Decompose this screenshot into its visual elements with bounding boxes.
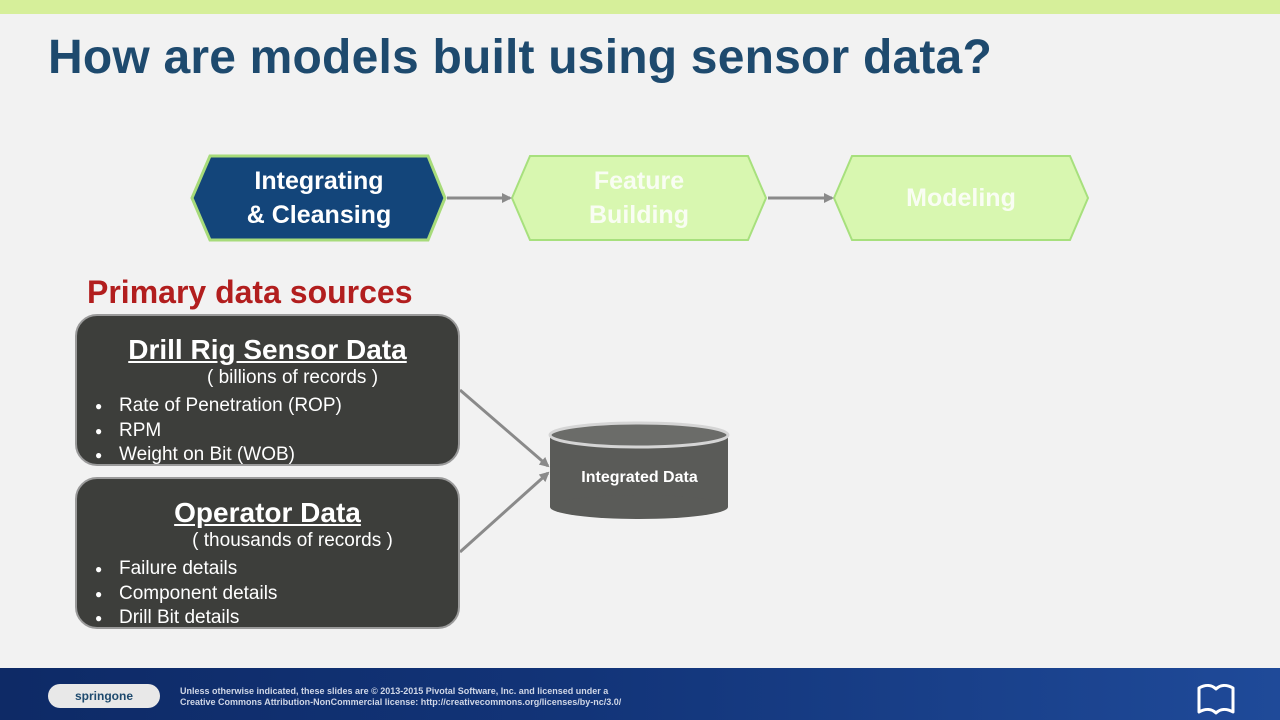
step-modeling-label: Modeling xyxy=(852,164,1070,232)
list-item: ●Drill Bit details xyxy=(95,606,458,631)
bullet-icon: ● xyxy=(95,448,103,462)
license-line-1: Unless otherwise indicated, these slides… xyxy=(180,686,609,696)
list-item: ●RPM xyxy=(95,419,458,444)
step-integrating-label: Integrating & Cleansing xyxy=(210,164,428,232)
operator-list: ●Failure details ●Component details ●Dri… xyxy=(77,557,458,631)
bullet-icon: ● xyxy=(95,611,103,625)
drill-rig-sensor-data-box: Drill Rig Sensor Data ( billions of reco… xyxy=(75,314,460,466)
operator-subtitle: ( thousands of records ) xyxy=(192,530,393,551)
book-icon xyxy=(1197,684,1235,715)
step-integrating-shape xyxy=(190,154,447,242)
step-modeling-shape xyxy=(832,155,1090,241)
step-feature-building-line1: Feature xyxy=(593,167,685,195)
list-item: ●Rate of Penetration (ROP) xyxy=(95,394,458,419)
drill-rig-title: Drill Rig Sensor Data xyxy=(128,334,407,365)
integrated-data-label: Integrated Data xyxy=(581,469,698,486)
license-line-2: Creative Commons Attribution-NonCommerci… xyxy=(180,697,622,707)
connector-drill-to-integrated xyxy=(459,388,550,468)
step-feature-building-line2: Building xyxy=(589,201,689,229)
license-text: Unless otherwise indicated, these slides… xyxy=(180,686,800,708)
list-item: ●Failure details xyxy=(95,557,458,582)
top-accent-bar xyxy=(0,0,1280,14)
slide-footer xyxy=(0,668,1280,720)
step-integrating-line2: & Cleansing xyxy=(246,201,392,229)
connector-operator-to-integrated xyxy=(458,471,550,554)
operator-data-box: Operator Data ( thousands of records ) ●… xyxy=(75,477,460,629)
list-item: ●Weight on Bit (WOB) xyxy=(95,443,458,468)
springone-logo: springone xyxy=(48,684,160,708)
bullet-icon: ● xyxy=(95,423,103,438)
bullet-icon: ● xyxy=(95,562,103,576)
integrated-data-cylinder xyxy=(548,421,730,519)
step-feature-building-shape xyxy=(510,155,768,241)
operator-title: Operator Data xyxy=(174,497,361,528)
list-item: ●Component details xyxy=(95,582,458,607)
primary-data-sources-heading: Primary data sources xyxy=(87,274,413,310)
bullet-icon: ● xyxy=(95,399,103,413)
drill-rig-subtitle: ( billions of records ) xyxy=(206,367,379,388)
bullet-icon: ● xyxy=(95,586,103,601)
step-integrating-line1: Integrating xyxy=(254,167,384,195)
slide-title: How are models built using sensor data? xyxy=(48,31,992,84)
step-feature-building-label: Feature Building xyxy=(530,164,748,232)
drill-rig-list: ●Rate of Penetration (ROP) ●RPM ●Weight … xyxy=(77,394,458,468)
step-modeling-line1: Modeling xyxy=(906,184,1016,212)
